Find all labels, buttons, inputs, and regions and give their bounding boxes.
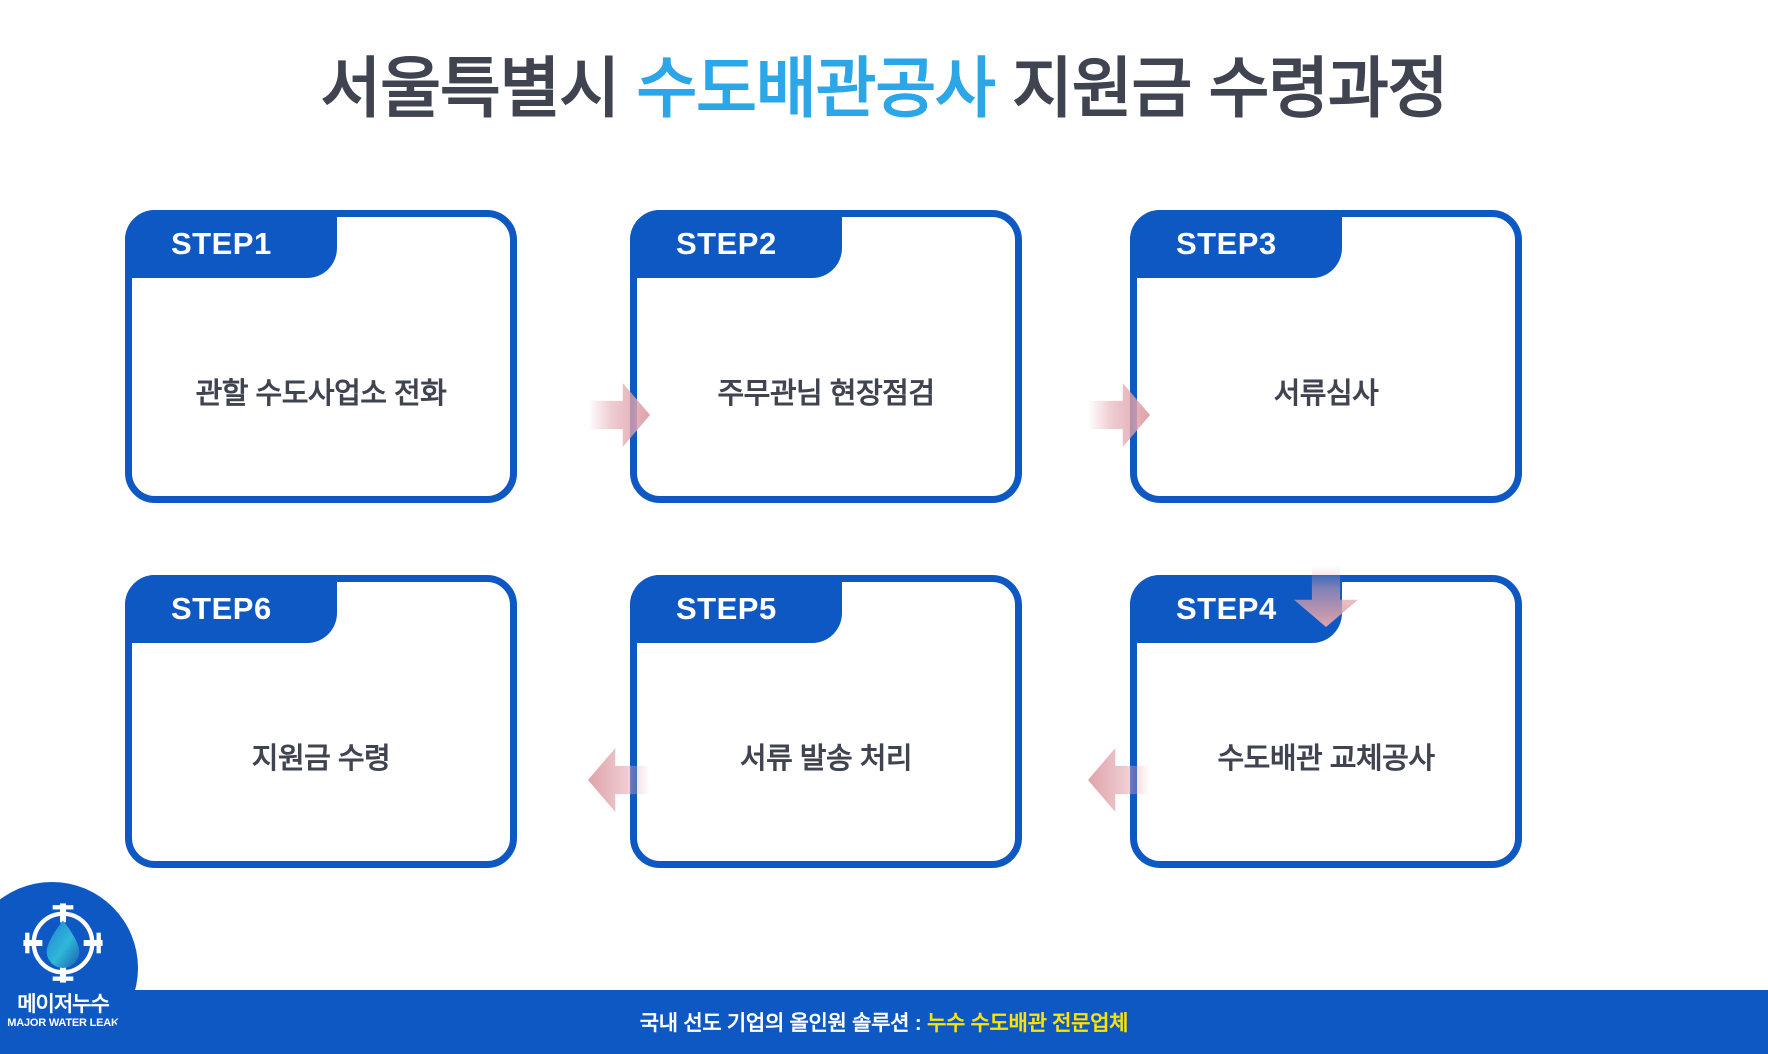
- brand-name-korean: 메이저누수: [17, 993, 110, 1016]
- step-3-text: 서류심사: [1273, 377, 1379, 410]
- step-1-text: 관할 수도사업소 전화: [195, 377, 447, 410]
- step-6-tab-label: STEP6: [171, 591, 272, 626]
- step-5-text: 서류 발송 처리: [739, 742, 913, 775]
- page-title: 서울특별시 수도배관공사 지원금 수령과정: [0, 52, 1768, 125]
- step-3-tab: STEP3: [1130, 210, 1342, 278]
- step-card-5[interactable]: STEP5 서류 발송 처리: [630, 575, 1022, 868]
- step-5-tab: STEP5: [630, 575, 842, 643]
- step-4-tab-label: STEP4: [1176, 591, 1277, 626]
- step-6-tab: STEP6: [125, 575, 337, 643]
- step-3-body: 서류심사: [1137, 285, 1515, 496]
- footer-bar: 국내 선도 기업의 올인원 솔루션 : 누수 수도배관 전문업체: [0, 990, 1768, 1054]
- step-2-tab: STEP2: [630, 210, 842, 278]
- step-4-body: 수도배관 교체공사: [1137, 650, 1515, 861]
- footer-emphasis-text: 누수 수도배관 전문업체: [926, 1012, 1129, 1035]
- step-card-1[interactable]: STEP1 관할 수도사업소 전화: [125, 210, 517, 503]
- step-2-text: 주무관님 현장점검: [717, 377, 936, 410]
- step-1-body: 관할 수도사업소 전화: [132, 285, 510, 496]
- water-drop-target-icon: [20, 903, 106, 990]
- process-flow-diagram: STEP1 관할 수도사업소 전화 STEP2 주무관님 현장점검 STEP3 …: [0, 200, 1768, 868]
- step-2-body: 주무관님 현장점검: [637, 285, 1015, 496]
- step-5-tab-label: STEP5: [676, 591, 777, 626]
- footer-lead-text: 국내 선도 기업의 올인원 솔루션 :: [639, 1012, 927, 1035]
- brand-name-english: MAJOR WATER LEAK: [7, 1017, 119, 1029]
- page-title-highlight: 수도배관공사: [636, 51, 995, 125]
- brand-logo[interactable]: 메이저누수 MAJOR WATER LEAK: [0, 882, 138, 1054]
- page-title-part1: 서울특별시: [320, 51, 637, 125]
- step-4-tab: STEP4: [1130, 575, 1342, 643]
- step-6-text: 지원금 수령: [251, 742, 391, 775]
- step-card-3[interactable]: STEP3 서류심사: [1130, 210, 1522, 503]
- step-3-tab-label: STEP3: [1176, 226, 1277, 261]
- step-card-2[interactable]: STEP2 주무관님 현장점검: [630, 210, 1022, 503]
- step-2-tab-label: STEP2: [676, 226, 777, 261]
- step-card-6[interactable]: STEP6 지원금 수령: [125, 575, 517, 868]
- step-5-body: 서류 발송 처리: [637, 650, 1015, 861]
- step-6-body: 지원금 수령: [132, 650, 510, 861]
- step-4-text: 수도배관 교체공사: [1217, 742, 1436, 775]
- page-title-part2: 지원금 수령과정: [994, 51, 1448, 125]
- step-1-tab: STEP1: [125, 210, 337, 278]
- step-1-tab-label: STEP1: [171, 226, 272, 261]
